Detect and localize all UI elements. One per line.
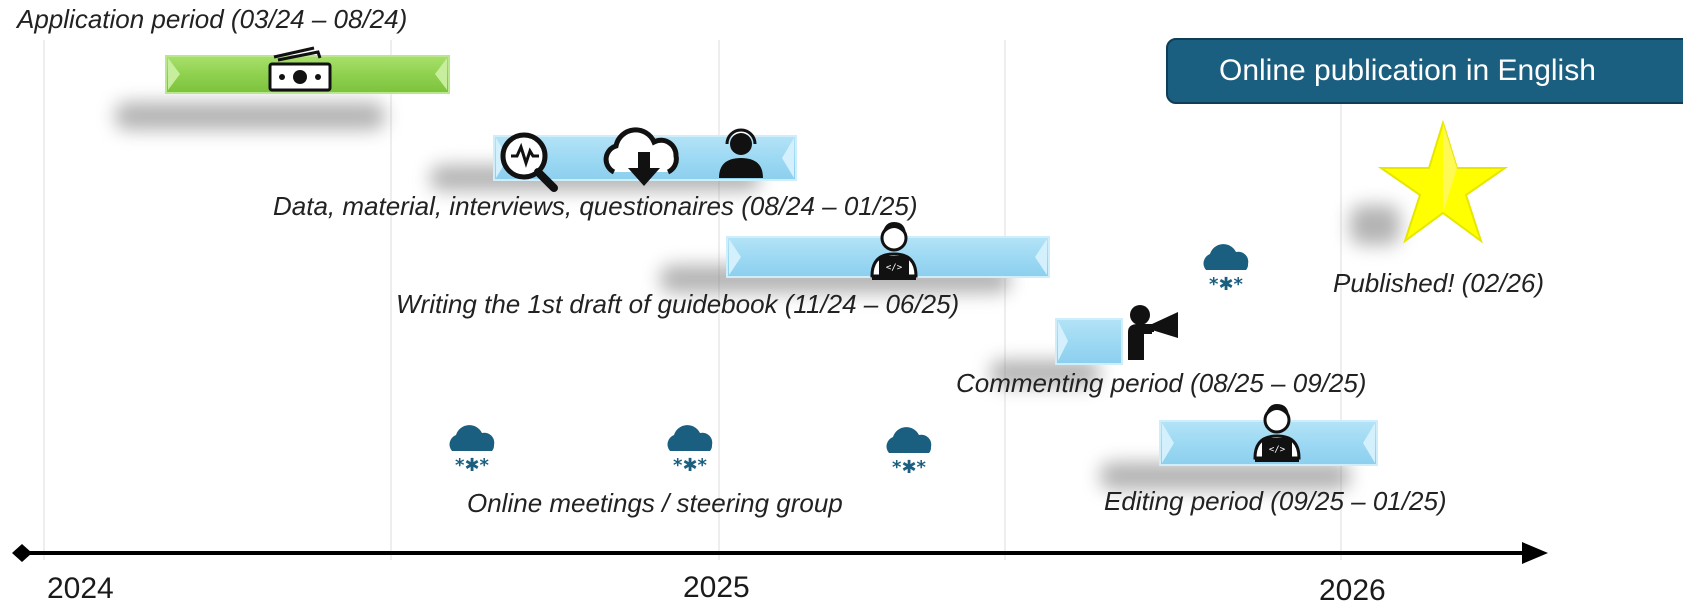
megaphone-person-icon xyxy=(1128,305,1178,360)
cloud-download-icon xyxy=(603,127,679,186)
task-label-draft: Writing the 1st draft of guidebook (11/2… xyxy=(396,289,960,319)
year-label: 2024 xyxy=(47,572,114,605)
meetings-label: Online meetings / steering group xyxy=(467,488,843,518)
editing-bar xyxy=(1159,402,1378,466)
snow-cloud-icon xyxy=(1203,244,1249,295)
support-agent-icon xyxy=(719,128,763,178)
data-bar xyxy=(493,127,797,192)
snow-cloud-icon xyxy=(886,427,932,478)
task-label-data: Data, material, interviews, questionaire… xyxy=(273,191,918,221)
year-label: 2026 xyxy=(1319,574,1386,607)
star-icon xyxy=(1377,119,1509,244)
snow-cloud-icon xyxy=(667,425,713,476)
task-label-editing: Editing period (09/25 – 01/25) xyxy=(1104,486,1447,516)
publication-banner: Online publication in English xyxy=(1166,38,1683,104)
task-label-application: Application period (03/24 – 08/24) xyxy=(17,4,408,34)
magnifier-chart-icon xyxy=(500,132,558,192)
task-label-commenting: Commenting period (08/25 – 09/25) xyxy=(956,368,1367,398)
gridlines xyxy=(43,40,1342,560)
year-label: 2025 xyxy=(683,571,750,604)
snow-cloud-icon xyxy=(449,425,495,476)
money-icon xyxy=(268,46,332,92)
time-axis xyxy=(12,542,1548,564)
bar-shadows xyxy=(115,102,1400,490)
application-bar xyxy=(165,46,450,94)
milestone-label: Published! (02/26) xyxy=(1333,268,1545,298)
draft-bar xyxy=(726,220,1050,282)
commenting-bar xyxy=(1055,305,1178,365)
banner-text: Online publication in English xyxy=(1219,54,1596,87)
